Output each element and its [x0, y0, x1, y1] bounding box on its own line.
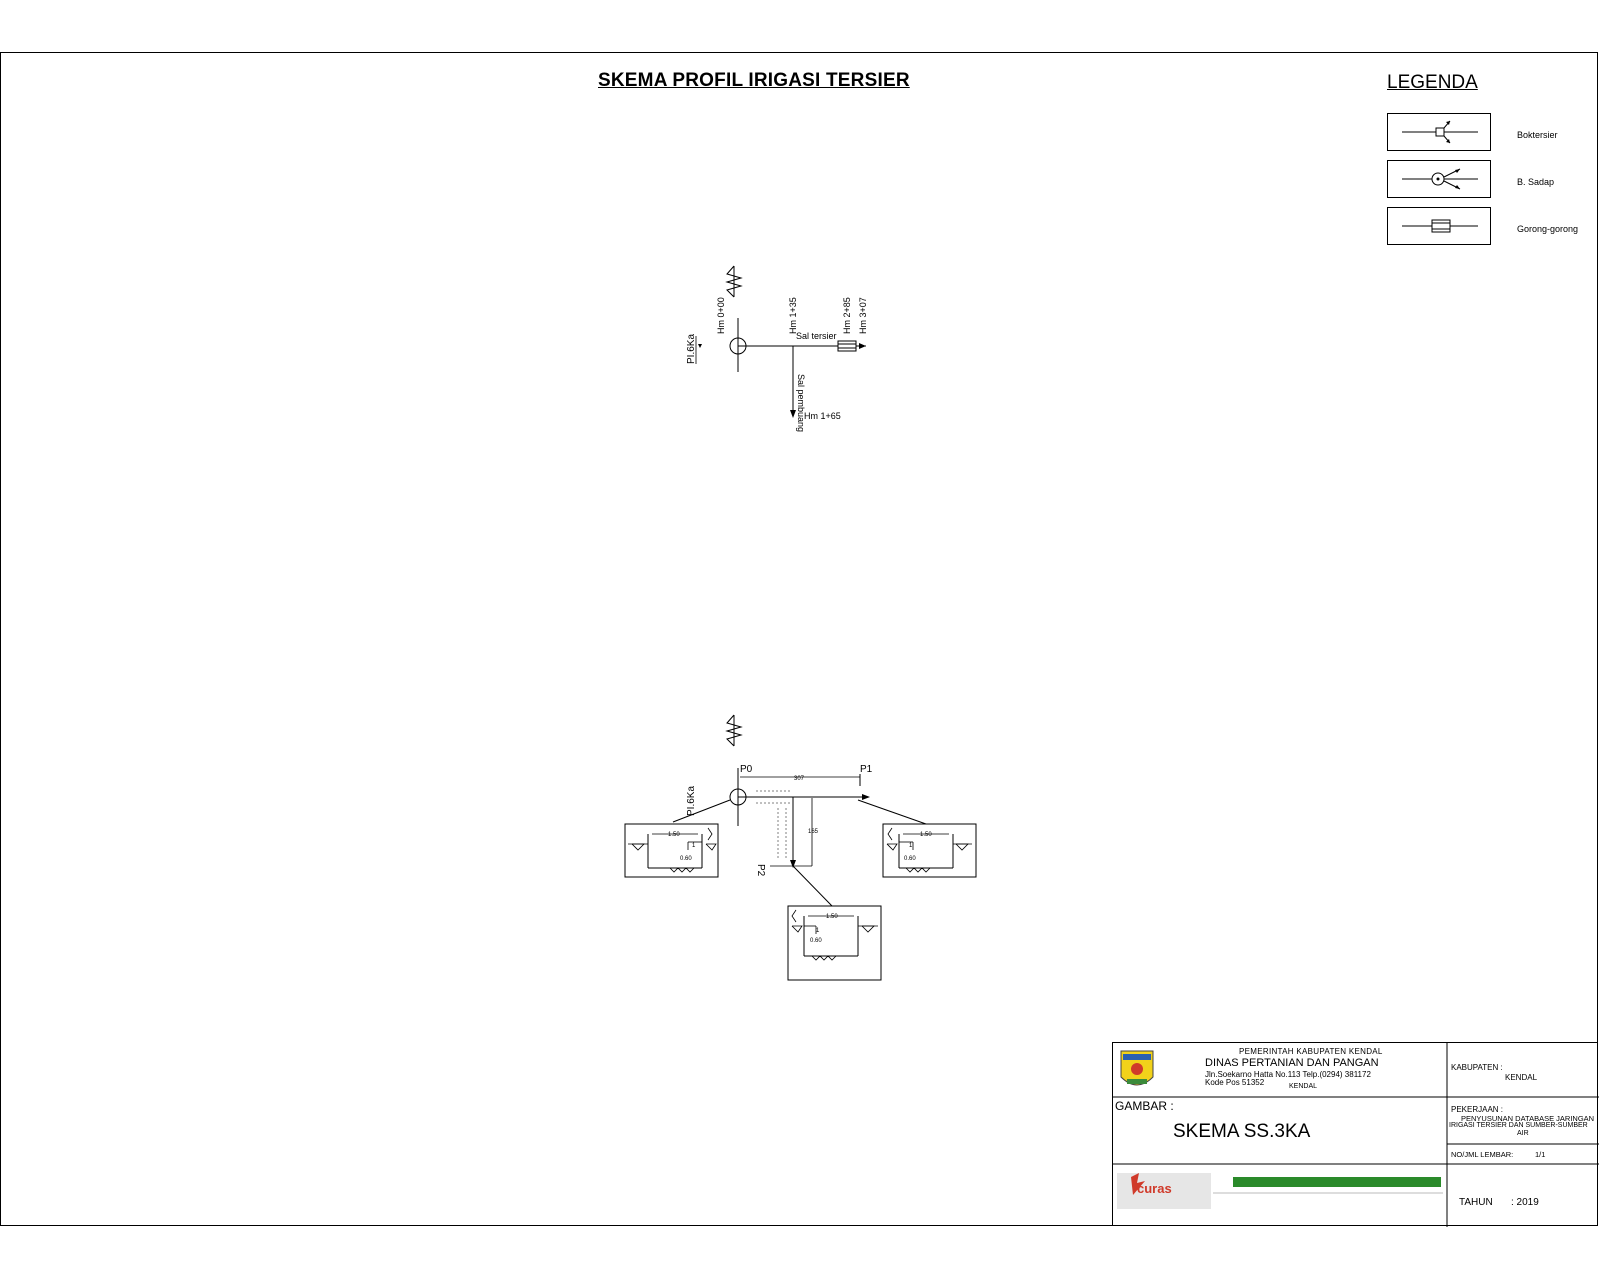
tb-gambar-value: SKEMA SS.3KA	[1173, 1121, 1311, 1142]
consultant-logo	[1117, 1173, 1443, 1209]
tb-pekerjaan-line1: PENYUSUNAN DATABASE JARINGAN	[1461, 1114, 1595, 1123]
legend-label-gorong: Gorong-gorong	[1517, 224, 1579, 234]
dim-side: 165	[808, 829, 819, 835]
title-block: PEMERINTAH KABUPATEN KENDAL DINAS PERTAN…	[1112, 1042, 1599, 1227]
svg-text:1.50: 1.50	[668, 832, 680, 838]
drawing-sheet-border	[0, 52, 1598, 1226]
cross-section-left: 1.50 0.60 1	[624, 823, 719, 878]
hm-165-label: Hm 1+65	[804, 411, 841, 421]
drawing-title: SKEMA PROFIL IRIGASI TERSIER	[598, 70, 910, 91]
sal-tersier-label: Sal tersier	[796, 331, 837, 341]
culvert-icon	[837, 340, 857, 352]
legend-label-sadap: B. Sadap	[1517, 177, 1555, 187]
svg-text:1: 1	[692, 843, 696, 849]
tb-postcode: Kode Pos 51352	[1205, 1078, 1265, 1087]
legend-title: LEGENDA	[1387, 72, 1478, 93]
profile-pi-label: PI.6Ka	[686, 786, 697, 816]
svg-text:1: 1	[816, 928, 820, 934]
gorong-gorong-icon	[1402, 219, 1478, 233]
profile-diagram: P0 P1 307 165 P2 PI.6Ka 1.50	[624, 714, 977, 981]
north-arrow-icon	[725, 265, 743, 298]
kendal-crest-icon	[1120, 1050, 1154, 1086]
tb-tahun-value: : 2019	[1511, 1197, 1539, 1208]
north-arrow-icon	[725, 714, 743, 747]
title-block-grid	[1113, 1043, 1599, 1227]
hm-285-label: Hm 2+85	[842, 297, 852, 334]
sal-pembuang-label: Sal pembuang	[796, 374, 806, 432]
svg-text:0.60: 0.60	[680, 856, 692, 862]
svg-text:1.50: 1.50	[826, 914, 838, 920]
legend-box-gorong	[1387, 207, 1491, 245]
svg-text:1: 1	[909, 843, 913, 849]
tb-lembar-label: NO/JML LEMBAR:	[1451, 1150, 1514, 1159]
svg-text:0.60: 0.60	[904, 856, 916, 862]
legend-label-boktersier: Boktersier	[1517, 130, 1558, 140]
bok-tersier-icon	[1402, 120, 1478, 144]
tb-pekerjaan-line2: IRIGASI TERSIER DAN SUMBER-SUMBER	[1449, 1122, 1588, 1129]
svg-text:1.50: 1.50	[920, 832, 932, 838]
p2-label: P2	[755, 864, 766, 877]
tb-lembar-value: 1/1	[1535, 1150, 1546, 1159]
legend-box-boktersier	[1387, 113, 1491, 151]
tb-address: Jln.Soekarno Hatta No.113 Telp.(0294) 38…	[1205, 1070, 1371, 1079]
hm-135-label: Hm 1+35	[788, 297, 798, 334]
p0-label: P0	[740, 764, 753, 775]
tb-gov: PEMERINTAH KABUPATEN KENDAL	[1239, 1047, 1383, 1056]
hm-307-label: Hm 3+07	[858, 297, 868, 334]
dim-p0-p1: 307	[794, 776, 805, 782]
scheme-diagram: PI.6Ka Hm 0+00 Hm 1+35 Hm 2+85 Hm 3+07 S…	[686, 265, 868, 432]
tb-logo-text: curas	[1137, 1181, 1172, 1196]
tb-pekerjaan-label: PEKERJAAN :	[1451, 1105, 1504, 1114]
tb-kabupaten-label: KABUPATEN :	[1451, 1063, 1503, 1072]
scheme-pi-label: PI.6Ka	[686, 334, 697, 364]
cross-section-bottom: 1.50 0.60 1	[787, 905, 882, 981]
legend-box-sadap	[1387, 160, 1491, 198]
tb-kabupaten-value: KENDAL	[1505, 1073, 1538, 1082]
cross-section-right: 1.50 0.60 1	[882, 823, 977, 878]
b-sadap-icon	[1402, 168, 1478, 190]
sadap-symbol-icon	[729, 337, 747, 355]
tb-agency: DINAS PERTANIAN DAN PANGAN	[1205, 1057, 1379, 1069]
p1-label: P1	[860, 764, 873, 775]
tb-tahun-label: TAHUN	[1459, 1197, 1493, 1208]
hm-0-label: Hm 0+00	[716, 297, 726, 334]
tb-pekerjaan-line3: AIR	[1517, 1130, 1529, 1137]
tb-city: KENDAL	[1289, 1083, 1318, 1090]
profile-sadap-icon	[729, 788, 747, 806]
tb-gambar-label: GAMBAR :	[1115, 1099, 1174, 1113]
svg-text:0.60: 0.60	[810, 938, 822, 944]
